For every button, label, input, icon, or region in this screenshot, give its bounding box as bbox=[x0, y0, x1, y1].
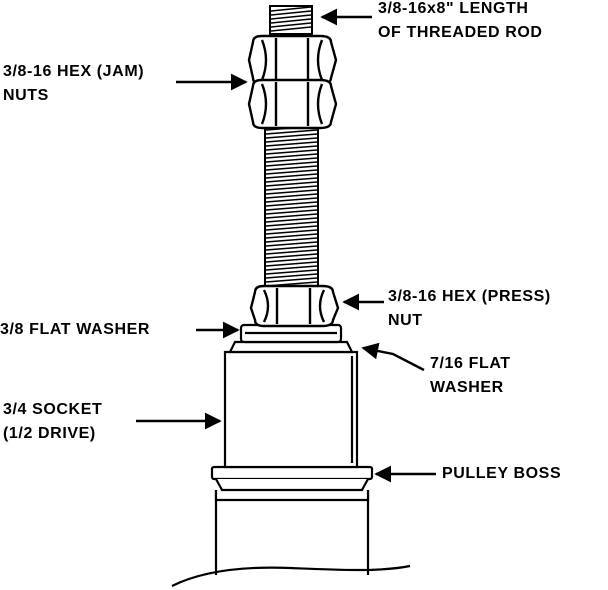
thread-line bbox=[265, 197, 318, 203]
thread-line bbox=[265, 185, 318, 191]
flat-washer-7-16 bbox=[228, 340, 354, 354]
label-line: PULLEY BOSS bbox=[442, 465, 562, 482]
thread-line bbox=[265, 181, 318, 187]
thread-line bbox=[265, 241, 318, 247]
label-line: OF THREADED ROD bbox=[378, 24, 543, 41]
thread-line bbox=[265, 193, 318, 199]
label-line: 3/8-16x8" LENGTH bbox=[378, 0, 529, 17]
thread-line bbox=[270, 22, 312, 28]
label-line: 3/8 FLAT WASHER bbox=[0, 321, 151, 338]
label-pulley-boss: PULLEY BOSS bbox=[442, 462, 561, 486]
thread-line bbox=[265, 157, 318, 163]
thread-line bbox=[265, 149, 318, 155]
thread-line bbox=[265, 137, 318, 143]
thread-line bbox=[270, 10, 312, 16]
thread-line bbox=[265, 161, 318, 167]
label-line: NUT bbox=[388, 312, 423, 329]
thread-line bbox=[265, 249, 318, 255]
thread-line bbox=[265, 221, 318, 227]
thread-line bbox=[265, 277, 318, 283]
press-nut bbox=[249, 284, 340, 328]
jam-nut-lower bbox=[247, 78, 338, 130]
thread-line bbox=[265, 213, 318, 219]
thread-line bbox=[265, 205, 318, 211]
thread-line bbox=[265, 169, 318, 175]
thread-line bbox=[270, 6, 312, 12]
label-line: (1/2 DRIVE) bbox=[3, 425, 96, 442]
thread-line bbox=[265, 273, 318, 279]
thread-line bbox=[265, 261, 318, 267]
label-flat-washer-7-16: 7/16 FLAT WASHER bbox=[430, 352, 511, 400]
jam-nut-upper bbox=[247, 34, 338, 86]
thread-line bbox=[265, 133, 318, 139]
thread-line bbox=[265, 245, 318, 251]
socket bbox=[223, 350, 359, 469]
thread-line bbox=[270, 26, 312, 32]
thread-line bbox=[265, 129, 318, 135]
label-line: 3/8-16 HEX (JAM) bbox=[3, 63, 145, 80]
boss-ring bbox=[210, 465, 374, 492]
thread-line bbox=[265, 189, 318, 195]
thread-line bbox=[265, 165, 318, 171]
label-line: NUTS bbox=[3, 87, 49, 104]
label-line: 3/4 SOCKET bbox=[3, 401, 103, 418]
flat-washer-3-8 bbox=[239, 323, 343, 344]
label-press-nut: 3/8-16 HEX (PRESS) NUT bbox=[388, 285, 551, 333]
thread-line bbox=[265, 141, 318, 147]
label-line: 7/16 FLAT bbox=[430, 355, 511, 372]
thread-line bbox=[265, 233, 318, 239]
thread-line bbox=[265, 145, 318, 151]
label-flat-washer-3-8: 3/8 FLAT WASHER bbox=[0, 318, 150, 342]
label-line: WASHER bbox=[430, 379, 504, 396]
thread-line bbox=[265, 237, 318, 243]
label-line: 3/8-16 HEX (PRESS) bbox=[388, 288, 551, 305]
thread-line bbox=[265, 253, 318, 259]
thread-line bbox=[270, 18, 312, 24]
thread-line bbox=[265, 217, 318, 223]
label-threaded-rod: 3/8-16x8" LENGTH OF THREADED ROD bbox=[378, 0, 543, 45]
thread-line bbox=[265, 209, 318, 215]
thread-line bbox=[265, 229, 318, 235]
leader-flat-washer-7-16 bbox=[361, 342, 425, 372]
thread-line bbox=[265, 201, 318, 207]
thread-line bbox=[265, 173, 318, 179]
label-jam-nuts: 3/8-16 HEX (JAM) NUTS bbox=[3, 60, 144, 108]
thread-line bbox=[265, 153, 318, 159]
pulley-boss bbox=[171, 490, 411, 587]
thread-line bbox=[265, 225, 318, 231]
label-socket: 3/4 SOCKET (1/2 DRIVE) bbox=[3, 398, 102, 446]
thread-line bbox=[265, 269, 318, 275]
thread-line bbox=[265, 257, 318, 263]
thread-line bbox=[270, 14, 312, 20]
thread-line bbox=[265, 177, 318, 183]
thread-line bbox=[265, 265, 318, 271]
